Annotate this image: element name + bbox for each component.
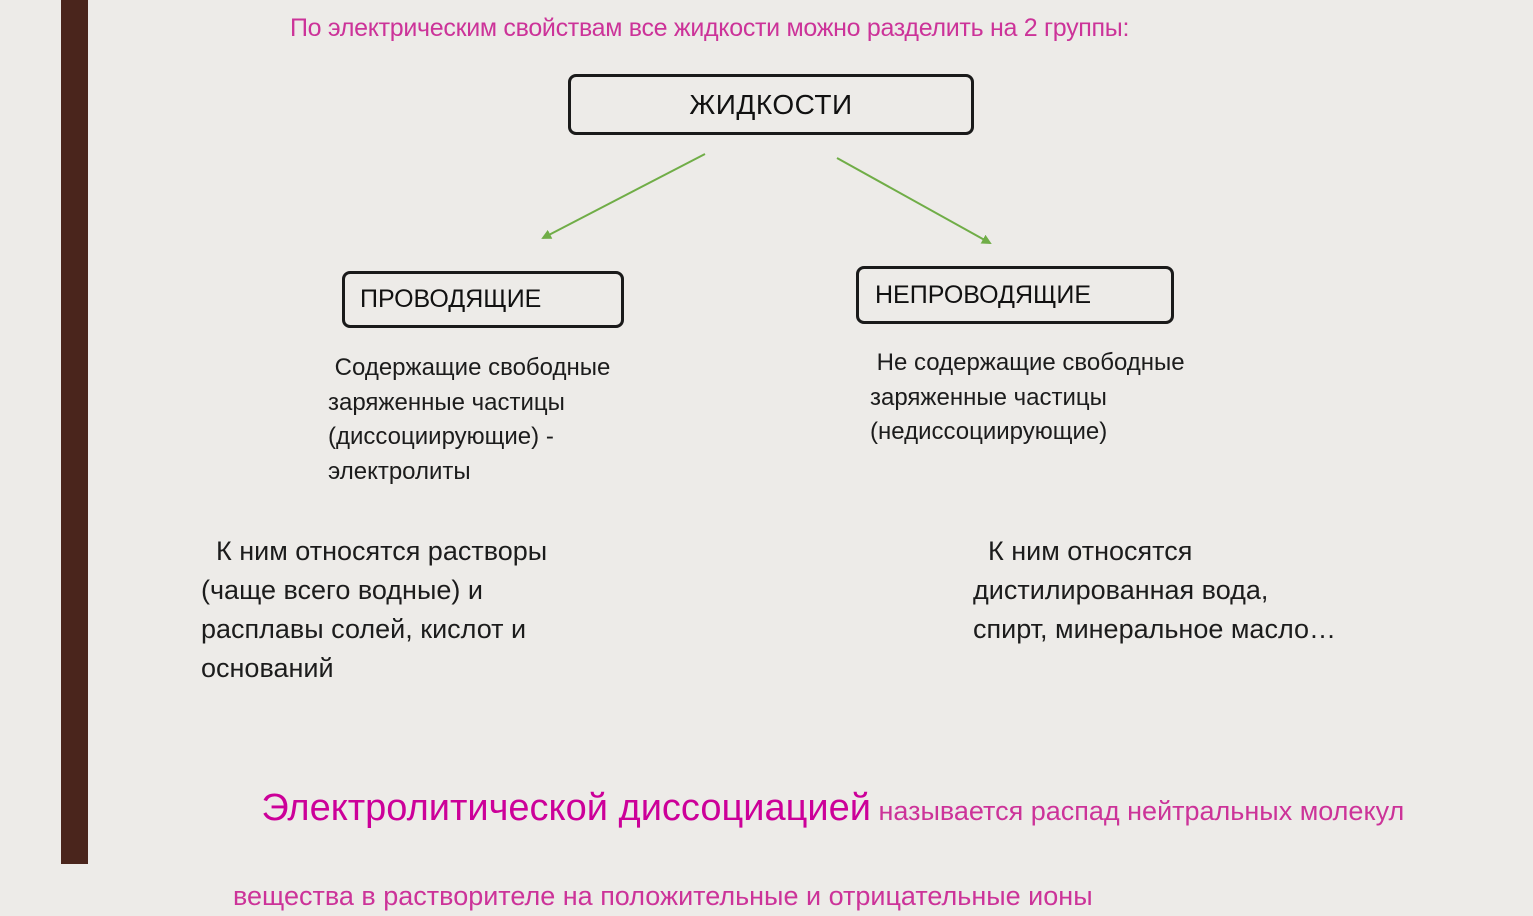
- definition-block: Электролитической диссоциацией называетс…: [233, 748, 1404, 916]
- root-node-label: ЖИДКОСТИ: [689, 88, 853, 120]
- node-nonconducting: НЕПРОВОДЯЩИЕ: [856, 266, 1174, 324]
- arrow-to-nonconducting: [836, 157, 992, 244]
- arrow-to-conducting: [541, 153, 706, 239]
- definition-rest: называется распад нейтральных молекул: [870, 796, 1405, 826]
- left-accent-bar: [61, 0, 88, 864]
- conducting-description: Содержащие свободные заряженные частицы …: [328, 354, 611, 485]
- conducting-examples: К ним относятся растворы (чаще всего вод…: [201, 536, 548, 683]
- node-conducting-label: ПРОВОДЯЩИЕ: [360, 285, 542, 313]
- nonconducting-description: Не содержащие свободные заряженные части…: [870, 349, 1185, 445]
- node-nonconducting-label: НЕПРОВОДЯЩИЕ: [875, 280, 1092, 309]
- definition-term: Электролитической диссоциацией: [250, 787, 871, 829]
- root-node-liquids: ЖИДКОСТИ: [568, 74, 974, 135]
- connector-arrows: [541, 153, 992, 244]
- intro-heading: По электрическим свойствам все жидкости …: [290, 14, 1130, 42]
- definition-line2: вещества в растворителе на положительные…: [233, 881, 1093, 911]
- nonconducting-examples: К ним относятся дистилированная вода, сп…: [973, 536, 1337, 644]
- node-conducting: ПРОВОДЯЩИЕ: [342, 271, 624, 328]
